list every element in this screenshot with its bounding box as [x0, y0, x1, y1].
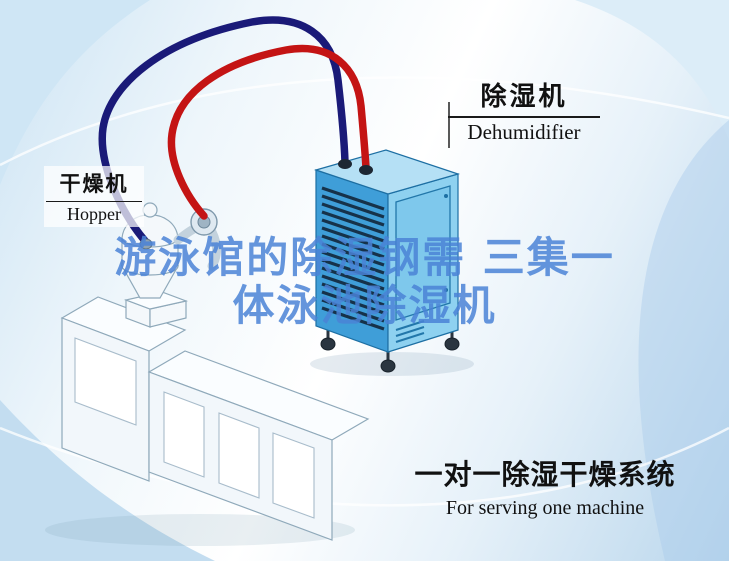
- machine-illustration: [60, 296, 370, 541]
- hopper-top-cap: [142, 202, 158, 218]
- dehumidifier-label: 除湿机 Dehumidifier: [448, 76, 600, 145]
- dehumidifier-label-divider: [448, 116, 600, 118]
- hopper-label-en: Hopper: [67, 204, 121, 224]
- machine-shadow: [45, 514, 355, 546]
- hose-connector-red: [359, 165, 373, 175]
- caster-wheel-left: [320, 337, 336, 351]
- machine-door-panel-2: [218, 412, 260, 499]
- hopper-label-cn: 干燥机: [59, 172, 129, 196]
- corner-sweep-bottom-left: [0, 400, 215, 561]
- dehumidifier-label-en: Dehumidifier: [467, 120, 581, 144]
- pipe-navy: [98, 16, 349, 246]
- hose-connector-navy: [338, 159, 352, 169]
- machine-door-panel-1: [163, 391, 205, 478]
- hose-fitting-hopper: [139, 238, 153, 250]
- system-caption-cn: 一对一除湿干燥系统: [414, 458, 676, 491]
- door-hinge-top: [444, 194, 448, 198]
- dehumidifier-label-cn: 除湿机: [480, 82, 568, 112]
- pipe-red: [167, 44, 370, 220]
- dehumidifier-illustration: [313, 149, 461, 373]
- system-caption-en: For serving one machine: [445, 497, 645, 519]
- machine-door-panel-3: [272, 432, 315, 519]
- hopper-label: 干燥机 Hopper: [44, 166, 144, 227]
- corner-sweep-top-left: [0, 0, 150, 185]
- machine-left-door-panel: [74, 337, 137, 426]
- hopper-label-divider: [46, 201, 142, 202]
- vent-slats: [321, 186, 385, 331]
- door-hinge-bottom: [444, 288, 448, 292]
- caster-wheel-right: [444, 337, 460, 351]
- dehumidifier-door: [395, 185, 451, 321]
- edge-sweep-right: [638, 120, 729, 561]
- hopper-assembly: [120, 202, 221, 328]
- caster-wheel-front: [380, 359, 396, 373]
- hopper-cylinder: [121, 237, 179, 276]
- system-caption: 一对一除湿干燥系统 For serving one machine: [392, 453, 698, 520]
- hose-group: [98, 16, 373, 250]
- side-louver: [395, 320, 425, 343]
- corner-sweep-top-right: [575, 0, 729, 140]
- blower-down-tube: [207, 227, 221, 271]
